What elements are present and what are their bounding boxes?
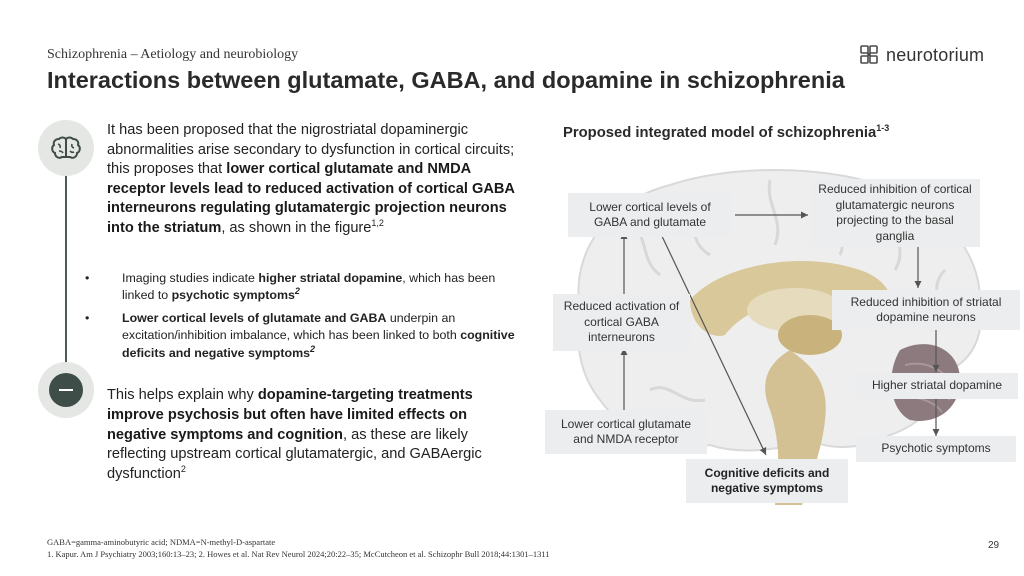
logo-icon: [860, 45, 878, 64]
logo-text: neurotorium: [886, 44, 985, 65]
diagram-title: Proposed integrated model of schizophren…: [563, 123, 890, 141]
bullet-item: •Lower cortical levels of glutamate and …: [85, 310, 515, 360]
box-higher-striatal-dopamine: Higher striatal dopamine: [856, 373, 1018, 399]
box-reduced-inhibition-glutamatergic: Reduced inhibition of cortical glutamate…: [810, 179, 980, 247]
section-kicker: Schizophrenia – Aetiology and neurobiolo…: [47, 47, 299, 62]
intro-paragraph: It has been proposed that the nigrostria…: [107, 122, 515, 236]
minus-icon: [49, 373, 83, 407]
timeline-rail: [65, 160, 67, 370]
footnote-abbreviations: GABA=gamma-aminobutyric acid; NDMA=N-met…: [47, 537, 276, 547]
page-title: Interactions between glutamate, GABA, an…: [47, 67, 845, 93]
box-reduced-inhibition-dopamine: Reduced inhibition of striatal dopamine …: [832, 290, 1020, 330]
footnote-references: 1. Kapur. Am J Psychiatry 2003;160:13–23…: [47, 549, 550, 559]
conclusion-paragraph: This helps explain why dopamine-targetin…: [107, 387, 482, 483]
bullet-item: •Imaging studies indicate higher striata…: [85, 271, 496, 303]
box-lower-nmda: Lower cortical glutamate and NMDA recept…: [545, 410, 707, 454]
bullet-list: •Imaging studies indicate higher striata…: [85, 270, 530, 367]
page-number: 29: [988, 540, 1000, 551]
box-cognitive-deficits: Cognitive deficits and negative symptoms: [686, 459, 848, 503]
minus-icon-circle: [38, 362, 94, 418]
neurotorium-logo: neurotorium: [858, 43, 984, 67]
box-psychotic-symptoms: Psychotic symptoms: [856, 436, 1016, 462]
brain-icon-circle: [38, 120, 94, 176]
box-lower-cortical-levels: Lower cortical levels of GABA and glutam…: [568, 193, 732, 237]
brain-icon: [51, 136, 81, 159]
box-reduced-activation-gaba: Reduced activation of cortical GABA inte…: [553, 294, 690, 351]
